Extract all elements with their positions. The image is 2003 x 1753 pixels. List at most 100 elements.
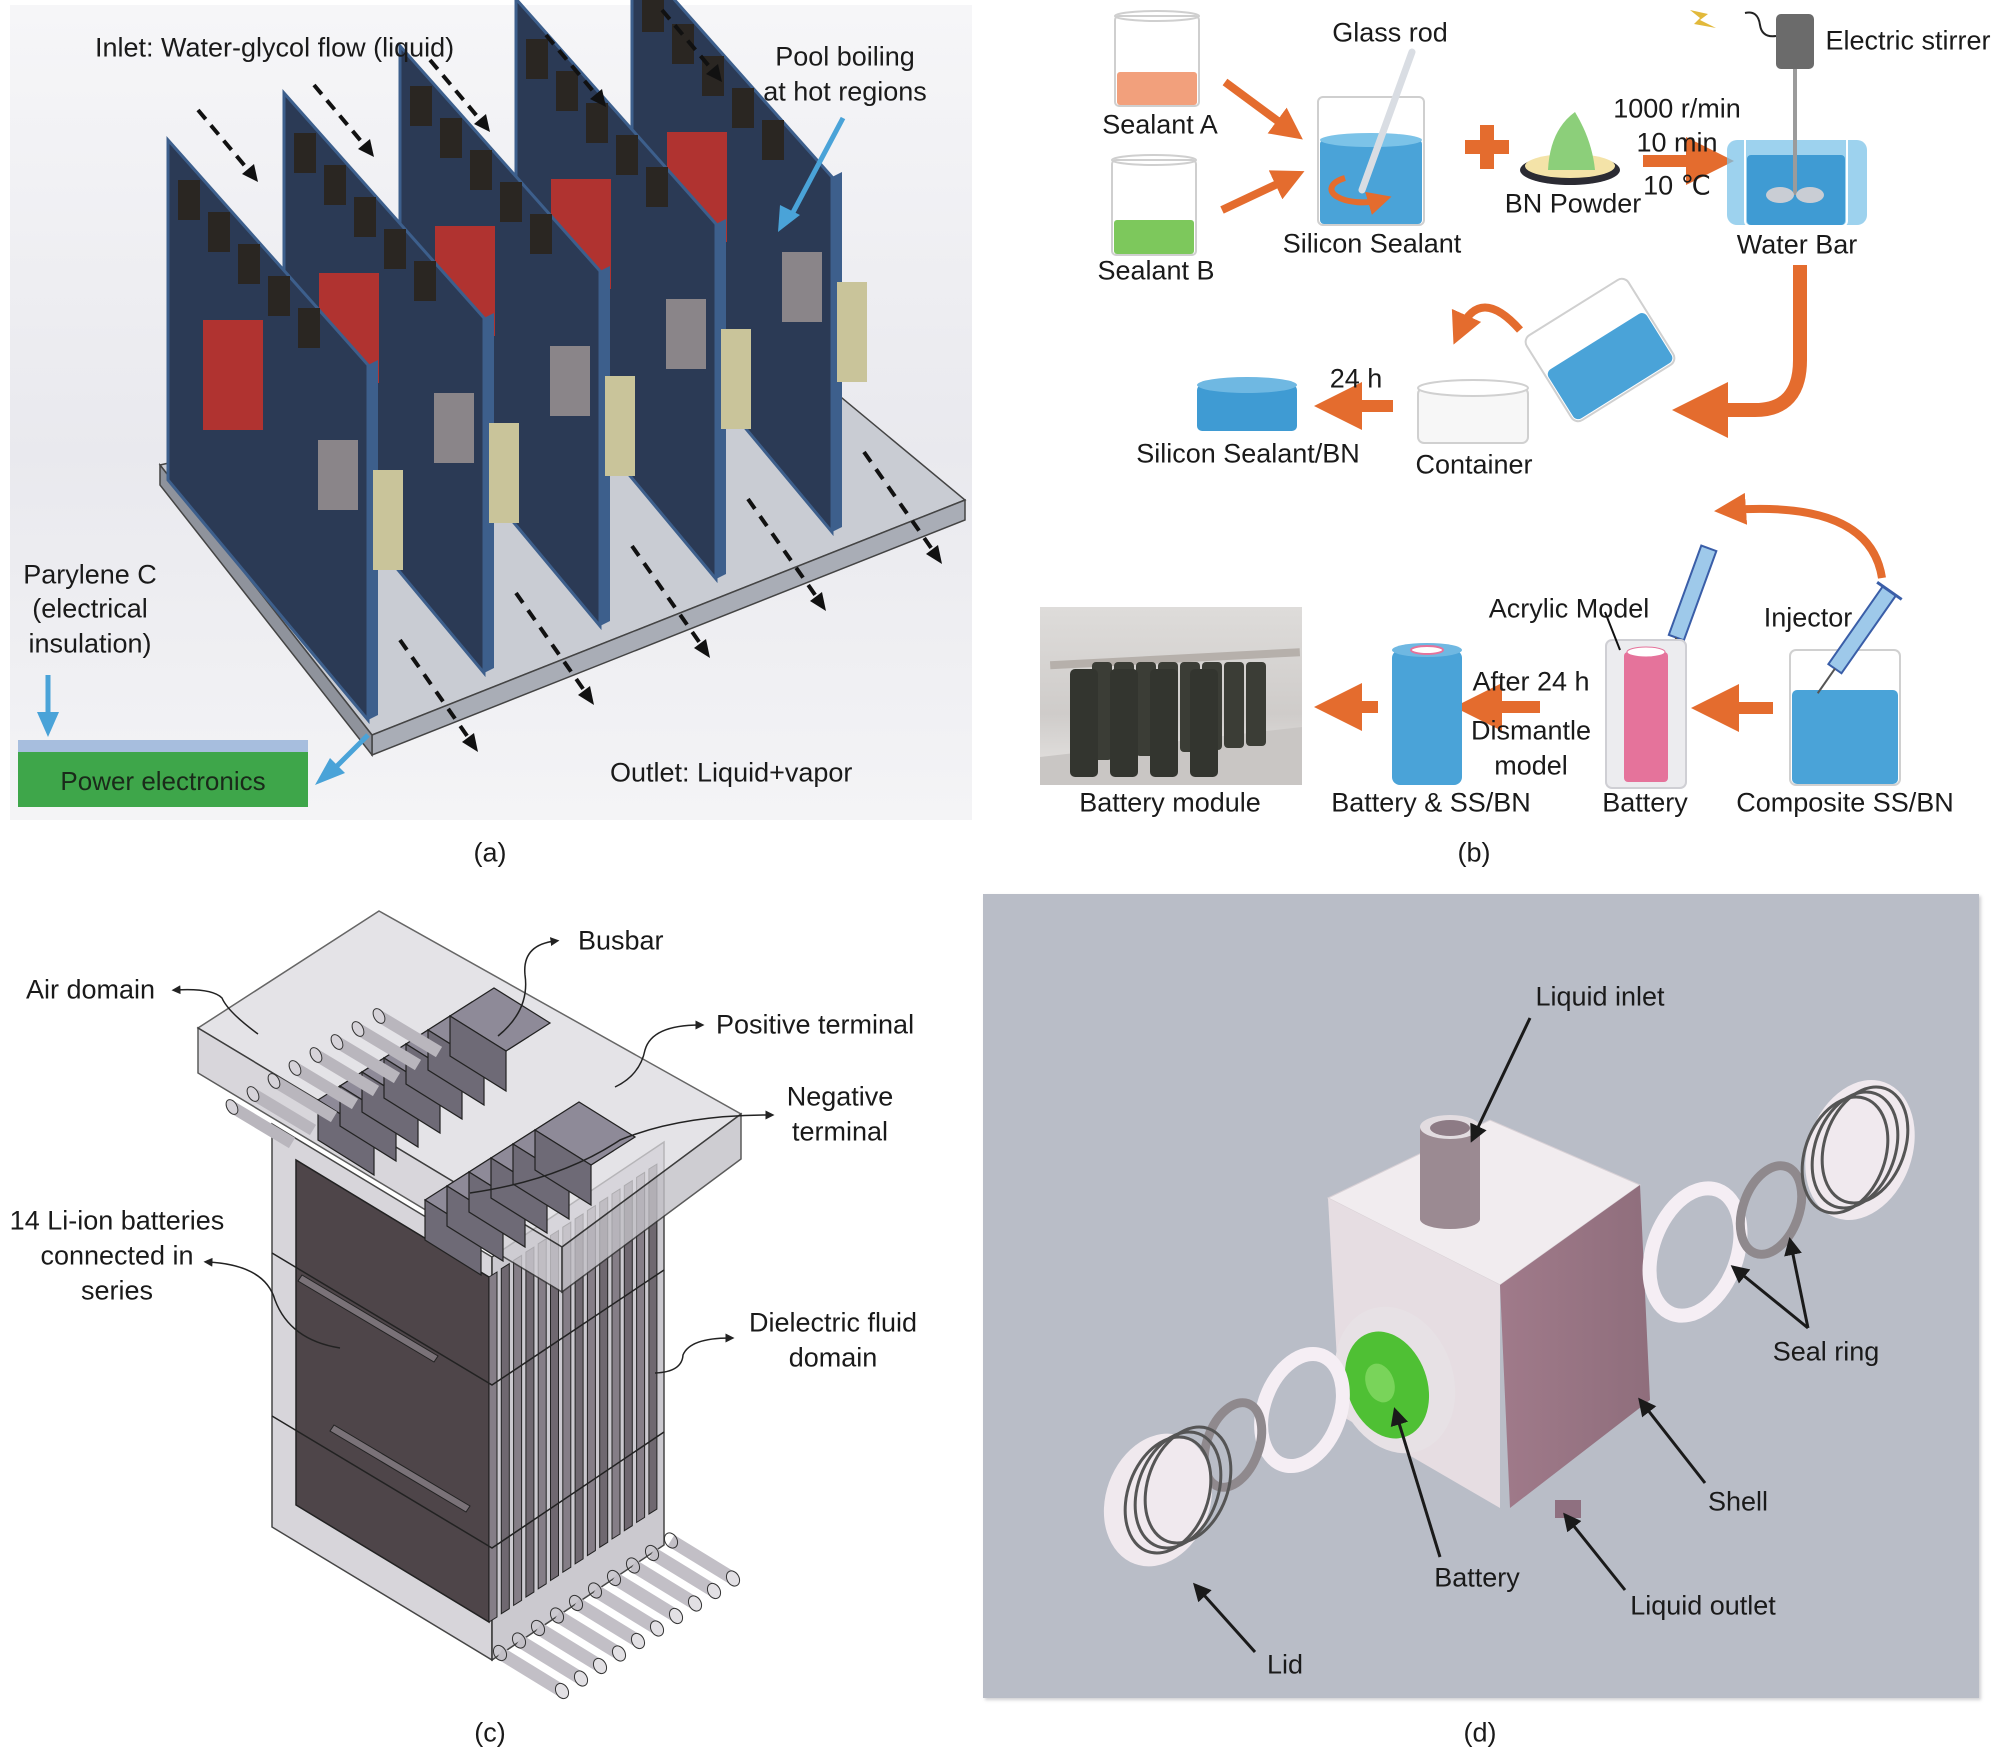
- bn-powder-dish: [1520, 112, 1620, 185]
- electric-stirrer-label: Electric stirrer: [1825, 25, 1991, 56]
- component-block: [384, 229, 406, 269]
- silicon-sealant-beaker: [1317, 48, 1425, 226]
- tab-slot-upper: [297, 1274, 439, 1363]
- component-block: [762, 120, 784, 160]
- acrylic-model-battery: [1604, 611, 1687, 789]
- bn-powder-label: BN Powder: [1504, 188, 1642, 219]
- stir-speed-label: 1000 r/min: [1613, 93, 1741, 124]
- pour-arrow: [1451, 303, 1523, 345]
- negative-terminal-leader: [469, 1110, 775, 1194]
- pcb-board: [166, 136, 403, 725]
- component-block: [586, 103, 608, 143]
- seal-ring-left-white: [1254, 1346, 1350, 1474]
- capacitor-block: [434, 393, 474, 463]
- pool-boiling-arrowhead: [778, 205, 800, 232]
- cell-cylinder: [1110, 669, 1138, 777]
- coolant-pipe: [496, 1647, 566, 1697]
- liquid-outlet-pipe: [1555, 1500, 1581, 1518]
- battery-module-cells: [1040, 648, 1302, 785]
- inlet-label: Inlet: Water-glycol flow (liquid): [95, 32, 455, 63]
- component-block: [440, 118, 462, 158]
- seal-ring-leader-2: [1784, 1237, 1810, 1329]
- coolant-pipe: [291, 1062, 359, 1110]
- parylene-label-line1: Parylene C: [23, 559, 157, 590]
- injector-return-arrow: [1714, 492, 1886, 579]
- shell-label: Shell: [1707, 1486, 1769, 1517]
- batteries-leader: [203, 1257, 341, 1349]
- composite-beaker: [1789, 649, 1901, 786]
- coolant-pipe: [249, 1088, 317, 1136]
- coolant-pipe: [534, 1622, 604, 1672]
- cell-cylinder: [1224, 662, 1244, 748]
- seal-ring-right-white: [1642, 1181, 1748, 1323]
- liquid-outlet-label: Liquid outlet: [1630, 1590, 1776, 1621]
- capacitor-block: [550, 346, 590, 416]
- batteries-label-line3: series: [80, 1275, 154, 1306]
- air-domain-label: Air domain: [26, 974, 156, 1005]
- battery-ss-bn-cylinder: [1392, 643, 1462, 785]
- coolant-pipe: [515, 1634, 585, 1685]
- parylene-arrowhead: [37, 712, 59, 737]
- shell-right-face: [1500, 1185, 1650, 1508]
- cell-cylinder: [1190, 669, 1218, 777]
- panel-c-caption: (c): [474, 1717, 506, 1748]
- outlet-label: Outlet: Liquid+vapor: [610, 757, 853, 788]
- lid-leader: [1192, 1582, 1257, 1654]
- inlet-flow-arrow: [544, 33, 600, 99]
- arrow-stirrer-to-pour: [1672, 265, 1807, 438]
- pool-boiling-label-line2: at hot regions: [763, 76, 927, 107]
- silicon-sealant-bn-disk: [1197, 377, 1297, 431]
- liquid-inlet-pipe: [1420, 1115, 1480, 1229]
- water-bar-stirrer: [1690, 10, 1867, 227]
- air-domain-leader: [171, 985, 259, 1035]
- negative-terminal-label-line2: terminal: [791, 1116, 889, 1147]
- dielectric-label-line1: Dielectric fluid: [748, 1307, 918, 1338]
- component-block: [646, 167, 668, 207]
- stir-duration-label: 10 min: [1636, 127, 1718, 158]
- battery-cell-edge: [500, 1262, 510, 1615]
- cure-time-label: 24 h: [1329, 363, 1383, 394]
- coolant-pipe: [629, 1559, 699, 1610]
- battery-label: Battery: [1602, 787, 1688, 818]
- negative-terminal-label-line1: Negative: [786, 1081, 894, 1112]
- base-plate-side: [159, 462, 373, 758]
- power-callout-arrowhead: [315, 758, 345, 785]
- injector-right: [1816, 581, 1903, 694]
- lid-left: [1103, 1425, 1233, 1567]
- shell-leader: [1638, 1397, 1707, 1484]
- dielectric-label-line2: domain: [788, 1342, 878, 1373]
- liquid-inlet-leader: [1470, 1017, 1532, 1143]
- component-block: [268, 276, 290, 316]
- capacitor-block: [782, 252, 822, 322]
- capacitor-block: [318, 440, 358, 510]
- positive-terminal-label: Positive terminal: [716, 1009, 915, 1040]
- seal-ring-left-gray: [1199, 1398, 1267, 1492]
- component-block: [732, 88, 754, 128]
- glass-rod-label: Glass rod: [1332, 17, 1448, 48]
- power-bolt-icon: [1690, 10, 1716, 28]
- component-block: [178, 180, 200, 220]
- composite-ss-bn-label: Composite SS/BN: [1736, 787, 1954, 818]
- panel-b-caption: (b): [1457, 837, 1491, 868]
- power-electronics-block: Power electronics: [18, 740, 308, 807]
- glass-rod: [1358, 48, 1416, 194]
- parylene-label-line3: insulation): [28, 628, 152, 659]
- component-block: [526, 39, 548, 79]
- silicon-sealant-bn-label: Silicon Sealant/BN: [1136, 438, 1360, 469]
- pcb-board: [514, 0, 751, 584]
- lid-label: Lid: [1266, 1649, 1304, 1680]
- red-control-board: [203, 320, 263, 430]
- silicon-sealant-label: Silicon Sealant: [1282, 228, 1462, 259]
- component-block: [298, 308, 320, 348]
- component-block: [642, 0, 664, 32]
- component-block: [414, 261, 436, 301]
- battery-module-photo: [1040, 607, 1302, 785]
- positive-terminal-leader: [614, 1020, 705, 1088]
- lid-right: [1800, 1080, 1915, 1220]
- pool-boiling-arrow: [787, 116, 846, 220]
- sealant-b-beaker: [1111, 154, 1197, 256]
- component-block: [530, 214, 552, 254]
